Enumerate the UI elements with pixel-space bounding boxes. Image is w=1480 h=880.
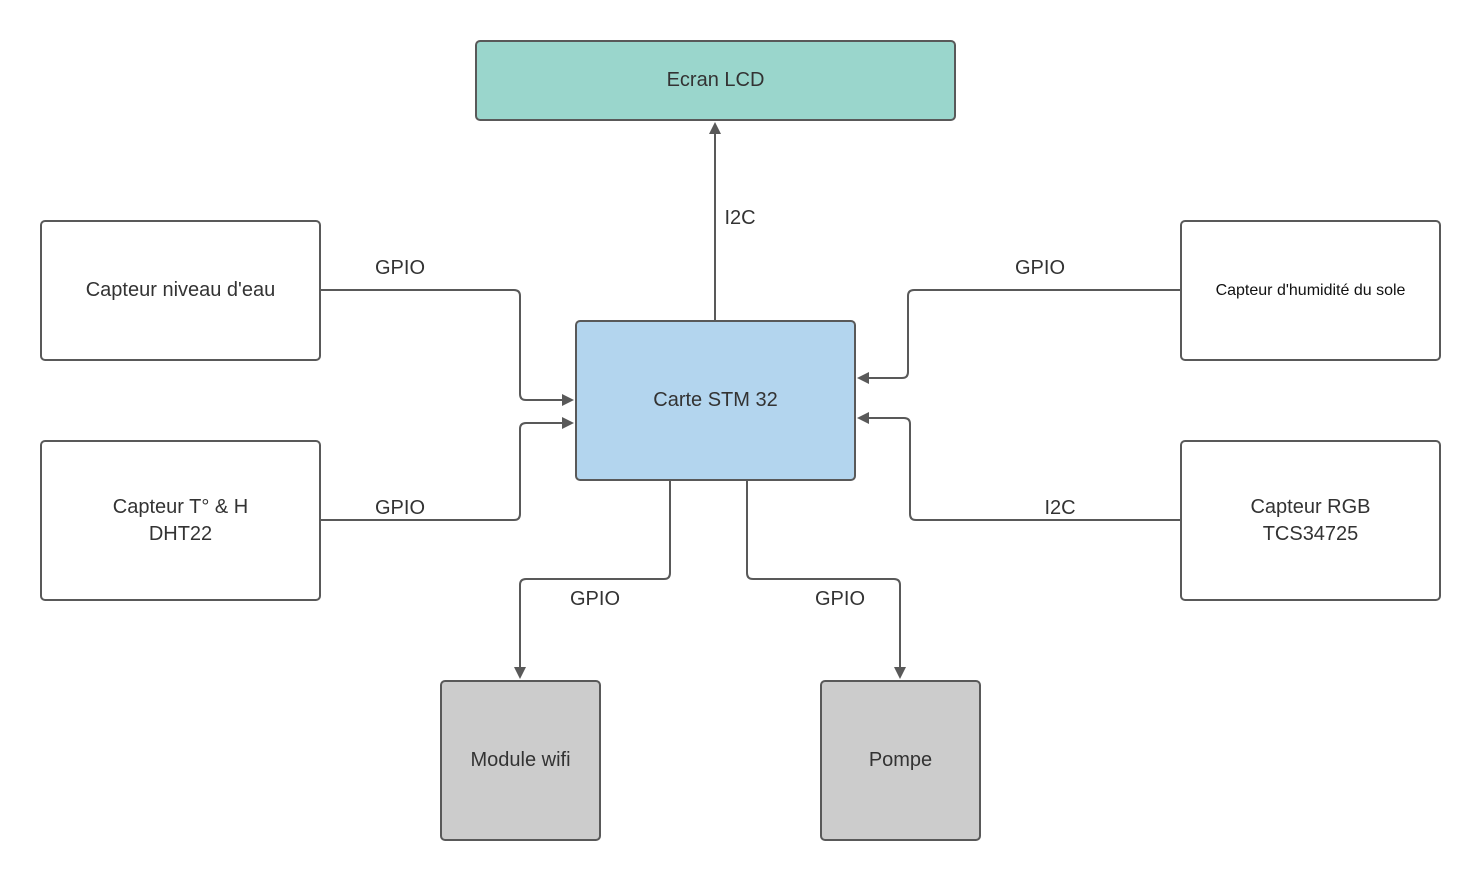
carte-stm32-label: Carte STM 32 (653, 389, 778, 411)
capteur-rgb-label: Capteur RGB TCS34725 (1250, 495, 1371, 545)
module-wifi-box: Module wifi (440, 680, 601, 841)
edge-dht-to-stm (321, 417, 574, 521)
capteur-rgb-box: Capteur RGB TCS34725 (1180, 440, 1441, 601)
capteur-dht22-box: Capteur T° & H DHT22 (40, 440, 321, 601)
edge-label-stm-pompe: GPIO (814, 588, 866, 610)
capteur-humidite-sol-box: Capteur d'humidité du sole (1180, 220, 1441, 361)
edge-label-stm-wifi: GPIO (569, 588, 621, 610)
edge-sol-to-stm (857, 289, 1180, 384)
edge-label-dht-stm: GPIO (374, 497, 426, 519)
ecran-lcd-label: Ecran LCD (666, 69, 765, 91)
capteur-niveau-eau-label: Capteur niveau d'eau (85, 279, 276, 301)
capteur-humidite-sol-label: Capteur d'humidité du sole (1215, 282, 1406, 299)
edge-eau-to-stm (321, 289, 574, 406)
module-wifi-label: Module wifi (470, 749, 571, 771)
edge-rgb-to-stm (857, 412, 1180, 521)
pompe-box: Pompe (820, 680, 981, 841)
capteur-niveau-eau-box: Capteur niveau d'eau (40, 220, 321, 361)
edge-label-rgb-stm: I2C (1044, 497, 1076, 519)
edge-label-stm-lcd: I2C (724, 207, 756, 229)
edge-label-sol-stm: GPIO (1014, 257, 1066, 279)
edge-stm-to-pompe (746, 481, 906, 679)
edge-label-eau-stm: GPIO (374, 257, 426, 279)
carte-stm32-box: Carte STM 32 (575, 320, 856, 481)
edge-stm-to-wifi (514, 481, 671, 679)
capteur-dht22-label: Capteur T° & H DHT22 (112, 495, 249, 545)
pompe-label: Pompe (868, 749, 933, 771)
ecran-lcd-box: Ecran LCD (475, 40, 956, 121)
